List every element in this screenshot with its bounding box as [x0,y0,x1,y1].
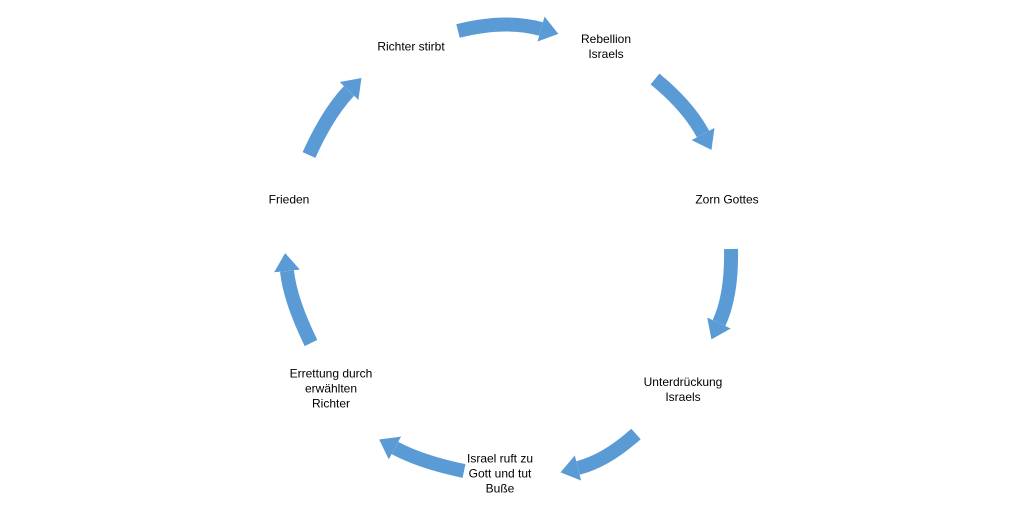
arrow-rebellion-to-zorn [650,73,715,150]
node-frieden: Frieden [268,192,310,207]
node-unterdrueckung-israels: Unterdrückung Israels [643,375,723,404]
arrow-richter-to-rebellion [456,16,559,42]
arrow-errettung-to-frieden [274,253,318,347]
arrow-unterdrueckung-to-ruft [560,428,641,481]
node-zorn-gottes: Zorn Gottes [695,192,759,207]
node-errettung-durch-richter: Errettung durch erwählten Richter [289,366,373,411]
node-israel-ruft-zu-gott: Israel ruft zu Gott und tut Buße [466,451,534,496]
arrow-frieden-to-richter [302,77,362,158]
arrow-ruft-to-errettung [379,436,466,478]
arrow-zorn-to-unterdrueckung [707,248,739,340]
node-richter-stirbt: Richter stirbt [377,39,445,54]
node-rebellion-israels: Rebellion Israels [580,32,632,61]
